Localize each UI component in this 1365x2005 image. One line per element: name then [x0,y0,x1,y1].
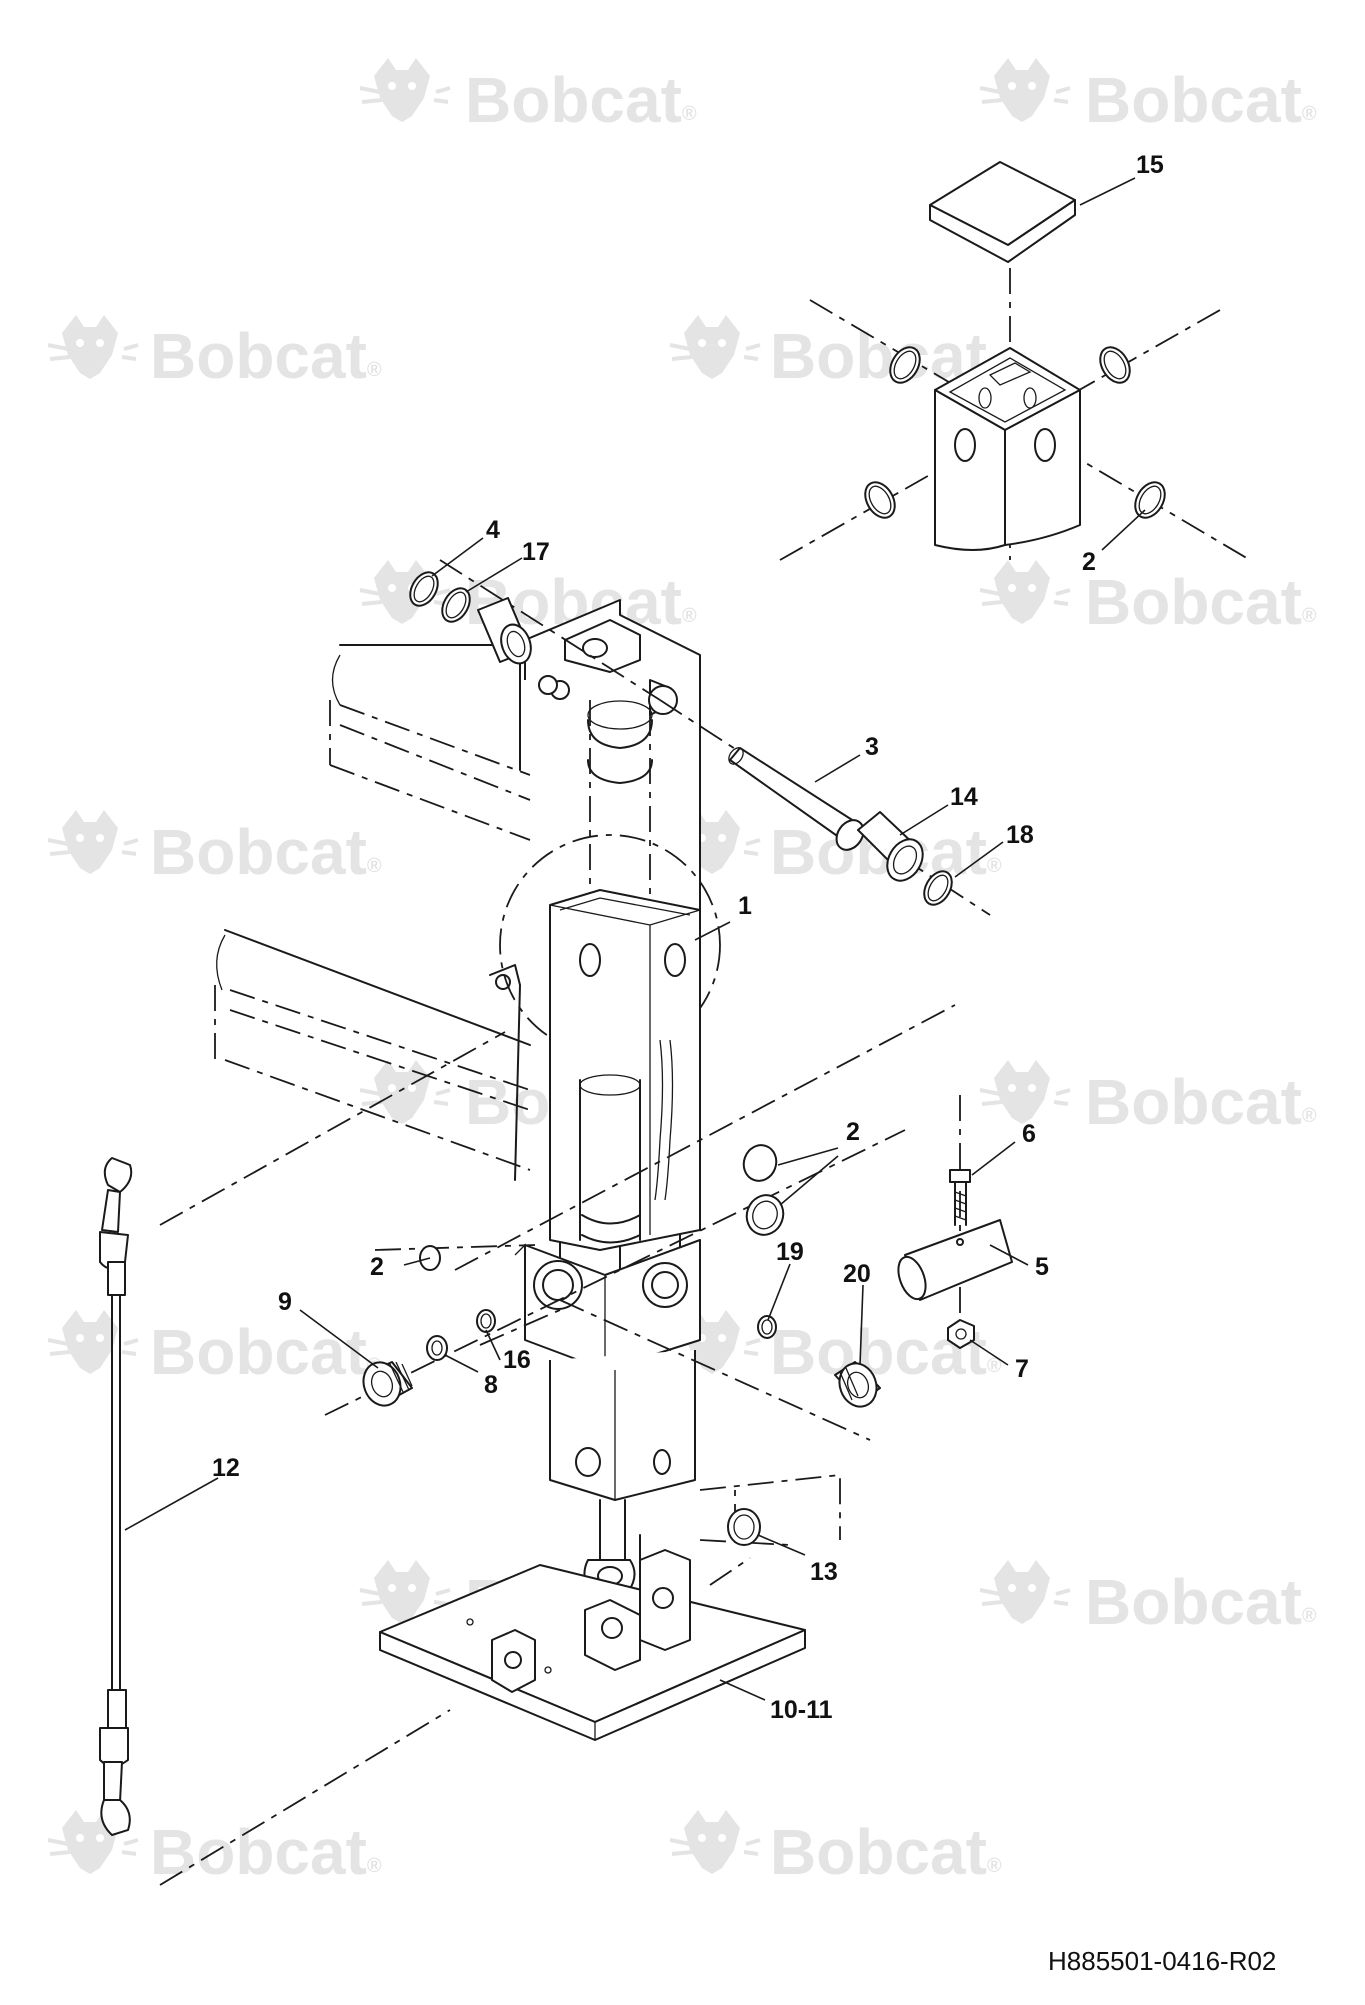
bushing-14 [857,811,924,882]
leader-lines [124,177,1146,1701]
watermark: Bobcat® [978,56,1317,136]
callout-1: 1 [738,892,752,920]
cable-12 [99,1157,133,1836]
bobcat-logo-icon [978,1558,1072,1626]
watermark: Bobcat® [978,1558,1317,1638]
grip-9 [362,1361,413,1407]
snap-ring-4 [409,571,439,607]
watermark-text: Bobcat® [150,320,382,392]
registered-mark: ® [682,103,697,125]
registered-mark: ® [987,1355,1002,1377]
ring-13 [727,1508,761,1546]
bobcat-logo-icon [978,56,1072,124]
document-id: H885501-0416-R02 [1048,1946,1276,1976]
registered-mark: ® [367,1855,382,1877]
bobcat-logo-icon [978,1058,1072,1126]
callout-13: 13 [810,1558,838,1586]
foot-plate [379,1534,806,1741]
callout-4: 4 [486,516,500,544]
registered-mark: ® [1302,103,1317,125]
callout-3: 3 [865,733,879,761]
bobcat-logo-icon [358,56,452,124]
bobcat-logo-icon [978,558,1072,626]
watermark-text: Bobcat® [150,1816,382,1888]
registered-mark: ® [367,855,382,877]
square-tube [934,347,1081,551]
ring-18 [923,870,953,906]
bobcat-logo-icon [668,1808,762,1876]
callout-17: 17 [522,538,550,566]
watermark-text: Bobcat® [1085,1066,1317,1138]
bushing-upper [477,597,532,665]
callout-9: 9 [278,1288,292,1316]
callout-8: 8 [484,1371,498,1399]
grip-20 [834,1361,881,1408]
ring-19 [757,1315,777,1339]
watermark: Bobcat® [358,56,697,136]
watermark: Bobcat® [668,1808,1002,1888]
pin-3 [728,747,865,851]
ring-2-ur [1099,346,1131,384]
callout-10-11: 10-11 [770,1696,833,1724]
watermark: Bobcat® [978,1058,1317,1138]
registered-mark: ® [987,1855,1002,1877]
callout-numbers: 1 2 2 2 2 3 4 5 6 7 8 9 10-11 12 13 14 1… [212,151,1164,1724]
ring-16 [476,1309,496,1333]
frame-rail-lower [214,929,531,1181]
callout-2: 2 [370,1253,384,1281]
watermark-text: Bobcat® [150,816,382,888]
ring-17 [441,587,471,623]
callout-6: 6 [1022,1120,1036,1148]
bobcat-logo-icon [668,313,762,381]
ring-2-ul [889,346,921,384]
registered-mark: ® [367,359,382,381]
jack-assembly [499,599,721,1593]
watermark: Bobcat® [46,1308,382,1388]
ring-2-ll [864,481,896,519]
ring-8 [426,1335,448,1361]
callout-12: 12 [212,1454,240,1482]
callout-15: 15 [1136,151,1164,179]
watermark: Bobcat® [46,313,382,392]
bolt-6 [949,1169,971,1226]
registered-mark: ® [1302,1605,1317,1627]
lower-tube [549,1350,696,1501]
callout-18: 18 [1006,821,1034,849]
watermark-text: Bobcat® [1085,566,1317,638]
watermark: Bobcat® [46,1808,382,1888]
watermark: Bobcat® [46,808,382,888]
detail-view [864,161,1166,551]
cap-2-upper [742,1144,778,1182]
registered-mark: ® [682,605,697,627]
ring-2-lr [1134,481,1166,519]
callout-19: 19 [776,1238,804,1266]
bobcat-logo-icon [46,313,140,381]
callout-14: 14 [950,783,978,811]
watermark-text: Bobcat® [1085,1566,1317,1638]
watermark-text: Bobcat® [770,1816,1002,1888]
watermark-text: Bobcat® [150,1316,382,1388]
callout-2: 2 [846,1118,860,1146]
callout-20: 20 [843,1260,871,1288]
frame-rail-upper [329,644,541,841]
registered-mark: ® [1302,1105,1317,1127]
nut-7 [947,1319,975,1349]
callout-5: 5 [1035,1253,1049,1281]
watermark-text: Bobcat® [465,64,697,136]
cap-plate-15 [929,161,1076,263]
callout-2: 2 [1082,548,1096,576]
registered-mark: ® [987,855,1002,877]
bobcat-logo-icon [46,1308,140,1376]
callout-16: 16 [503,1346,531,1374]
bobcat-logo-icon [46,808,140,876]
detail-circle [499,834,721,1056]
cap-2-lower [745,1194,785,1236]
registered-mark: ® [1302,605,1317,627]
callout-7: 7 [1015,1355,1029,1383]
watermark-text: Bobcat® [1085,64,1317,136]
watermark: Bobcat® [978,558,1317,638]
pin-5 [897,1219,1013,1301]
